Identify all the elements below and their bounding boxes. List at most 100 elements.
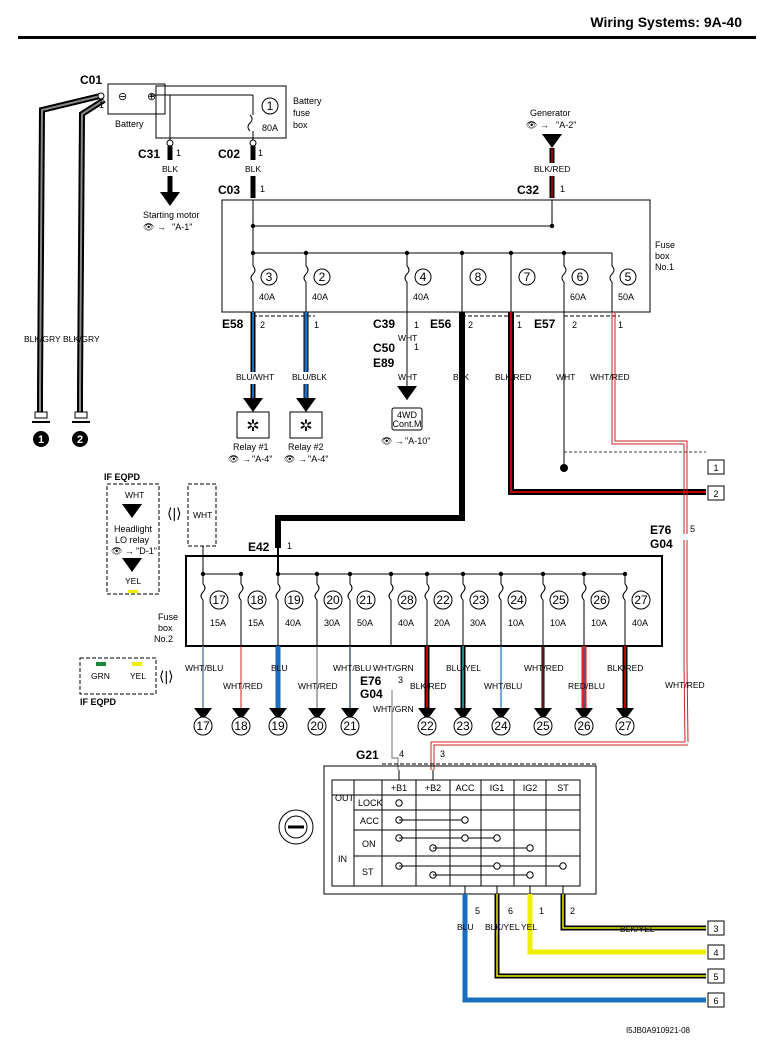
fb2-fuse-num: 27 [634, 593, 648, 607]
g04-top-label: G04 [650, 537, 673, 551]
ign-col-st: ST [557, 783, 569, 793]
starting-motor-label: Starting motor [143, 210, 200, 220]
c31-pin: 1 [176, 148, 181, 158]
fb2-fuse-num: 24 [510, 593, 524, 607]
page-header: Wiring Systems: 9A-40 [0, 0, 774, 44]
w19: BLU [271, 663, 288, 673]
e58-pin-2: 2 [260, 320, 265, 330]
starting-motor-branch: C31 1 BLK Starting motor 👁 → "A-1" [138, 139, 200, 232]
fb2-fuse-amp: 10A [508, 618, 524, 628]
e56-wire: BLK [453, 372, 469, 382]
fuse-box-1: Fuse box No.1 [221, 199, 675, 313]
fb1-fuse-num: 6 [577, 270, 584, 284]
fb2-fuse-num: 20 [326, 593, 340, 607]
e56-label: E56 [430, 317, 452, 331]
e89-label: E89 [373, 356, 395, 370]
g21-pin-3: 3 [440, 749, 445, 759]
fb2-fuse-num: 17 [212, 593, 226, 607]
relay1-icon [236, 411, 270, 439]
svg-text:✲: ✲ [299, 418, 312, 435]
ign-col-acc: ACC [455, 783, 475, 793]
if-eqpd-bot-grn: GRN [91, 671, 110, 681]
ign-row-on: ON [362, 839, 376, 849]
fb2-fuse-amp: 15A [248, 618, 264, 628]
side-ref-3: 3 [713, 924, 718, 934]
w26: RED/BLU [568, 681, 605, 691]
svg-text:✲: ✲ [246, 418, 259, 435]
generator: Generator 👁 → "A-2" BLK/RED C32 1 [517, 108, 576, 198]
relay1-label: Relay #1 [233, 442, 269, 452]
g21-label: G21 [356, 748, 379, 762]
c32-pin: 1 [560, 184, 565, 194]
output-ref: 27 [618, 719, 632, 733]
if-eqpd-top-wht: WHT [125, 490, 144, 500]
bfb-label-1: Battery [293, 96, 322, 106]
output-arrow-icon [308, 708, 326, 720]
w21: WHT/BLU [333, 663, 371, 673]
out-pin-1: 1 [539, 906, 544, 916]
out-wire-blkyel-2: BLK/YEL [620, 924, 655, 934]
fb1-fuse-num: 7 [524, 270, 531, 284]
fb1-fuse-amp: 40A [259, 292, 275, 302]
w24: WHT/BLU [484, 681, 522, 691]
relay2-ref: "A-4" [308, 454, 328, 464]
battery-plus: ⊕ [147, 91, 156, 103]
c02-c03-wire: C02 1 BLK C03 1 [218, 139, 265, 198]
output-arrow-icon [418, 708, 436, 720]
fb2-fuse-amp: 40A [632, 618, 648, 628]
generator-label: Generator [530, 108, 571, 118]
e42-pin: 1 [287, 541, 292, 551]
relay1-arrow-icon [243, 398, 263, 412]
c39-label: C39 [373, 317, 395, 331]
headlight-line2: LO relay [115, 535, 150, 545]
output-arrow-icon [616, 708, 634, 720]
e57-pin-1: 1 [618, 320, 623, 330]
relay1-eye-icon: 👁 → [228, 454, 251, 464]
ignition-output-wires: 5 BLU 6 BLK/YEL 1 YEL 2 BLK/YEL 3 4 5 6 … [457, 894, 725, 1035]
out-wire-yel: YEL [521, 922, 537, 932]
starting-motor-ref: "A-1" [172, 222, 192, 232]
w22: BLK/RED [410, 681, 446, 691]
fb2-fuse-num: 26 [593, 593, 607, 607]
c39-wire: WHT [398, 333, 417, 343]
fb2-fuse-amp: 40A [398, 618, 414, 628]
e76-top-label: E76 [650, 523, 672, 537]
e56-pin-1: 1 [517, 320, 522, 330]
w25: WHT/RED [524, 663, 564, 673]
generator-wire: BLK/RED [534, 164, 570, 174]
c02-label: C02 [218, 147, 240, 161]
fb1-label-3: No.1 [655, 262, 674, 272]
battery: C01 1 ⊖ ⊕ Battery [80, 73, 166, 129]
if-eqpd-top-wht-2: WHT [193, 510, 212, 520]
side-ref-1: 1 [713, 463, 718, 473]
fb2-wire-labels: WHT/BLU WHT/RED BLU WHT/RED WHT/BLU WHT/… [185, 663, 643, 770]
e56-pin-2: 2 [468, 320, 473, 330]
e57-wire: WHT [556, 372, 575, 382]
bfb-label-2: fuse [293, 108, 310, 118]
output-ref: 19 [271, 719, 285, 733]
e57-pin-2: 2 [572, 320, 577, 330]
ground-1-icon [33, 431, 49, 447]
fb1-fuse-num: 8 [475, 270, 482, 284]
fb2-label-1: Fuse [158, 612, 178, 622]
e58-label: E58 [222, 317, 244, 331]
battery-pin: 1 [99, 100, 104, 110]
generator-ref: "A-2" [556, 120, 576, 130]
fb2-label-2: box [158, 623, 173, 633]
fb2-fuse-amp: 10A [591, 618, 607, 628]
relay2-icon [289, 411, 323, 439]
4wd-eye-icon: 👁 → [381, 436, 404, 446]
ground-wire-label-1: BLK/GRY [24, 334, 61, 344]
out-wire-blu: BLU [457, 922, 474, 932]
battery-connector: C01 [80, 73, 102, 87]
g21-pin-4: 4 [399, 749, 404, 759]
fb1-fuse-num: 3 [266, 270, 273, 284]
c03-label: C03 [218, 183, 240, 197]
ign-in: IN [338, 854, 347, 864]
e89-wire: WHT [398, 372, 417, 382]
ground-wire-label-2: BLK/GRY [63, 334, 100, 344]
e76-bot-label: E76 [360, 674, 382, 688]
ground-2-num: 2 [77, 434, 83, 446]
